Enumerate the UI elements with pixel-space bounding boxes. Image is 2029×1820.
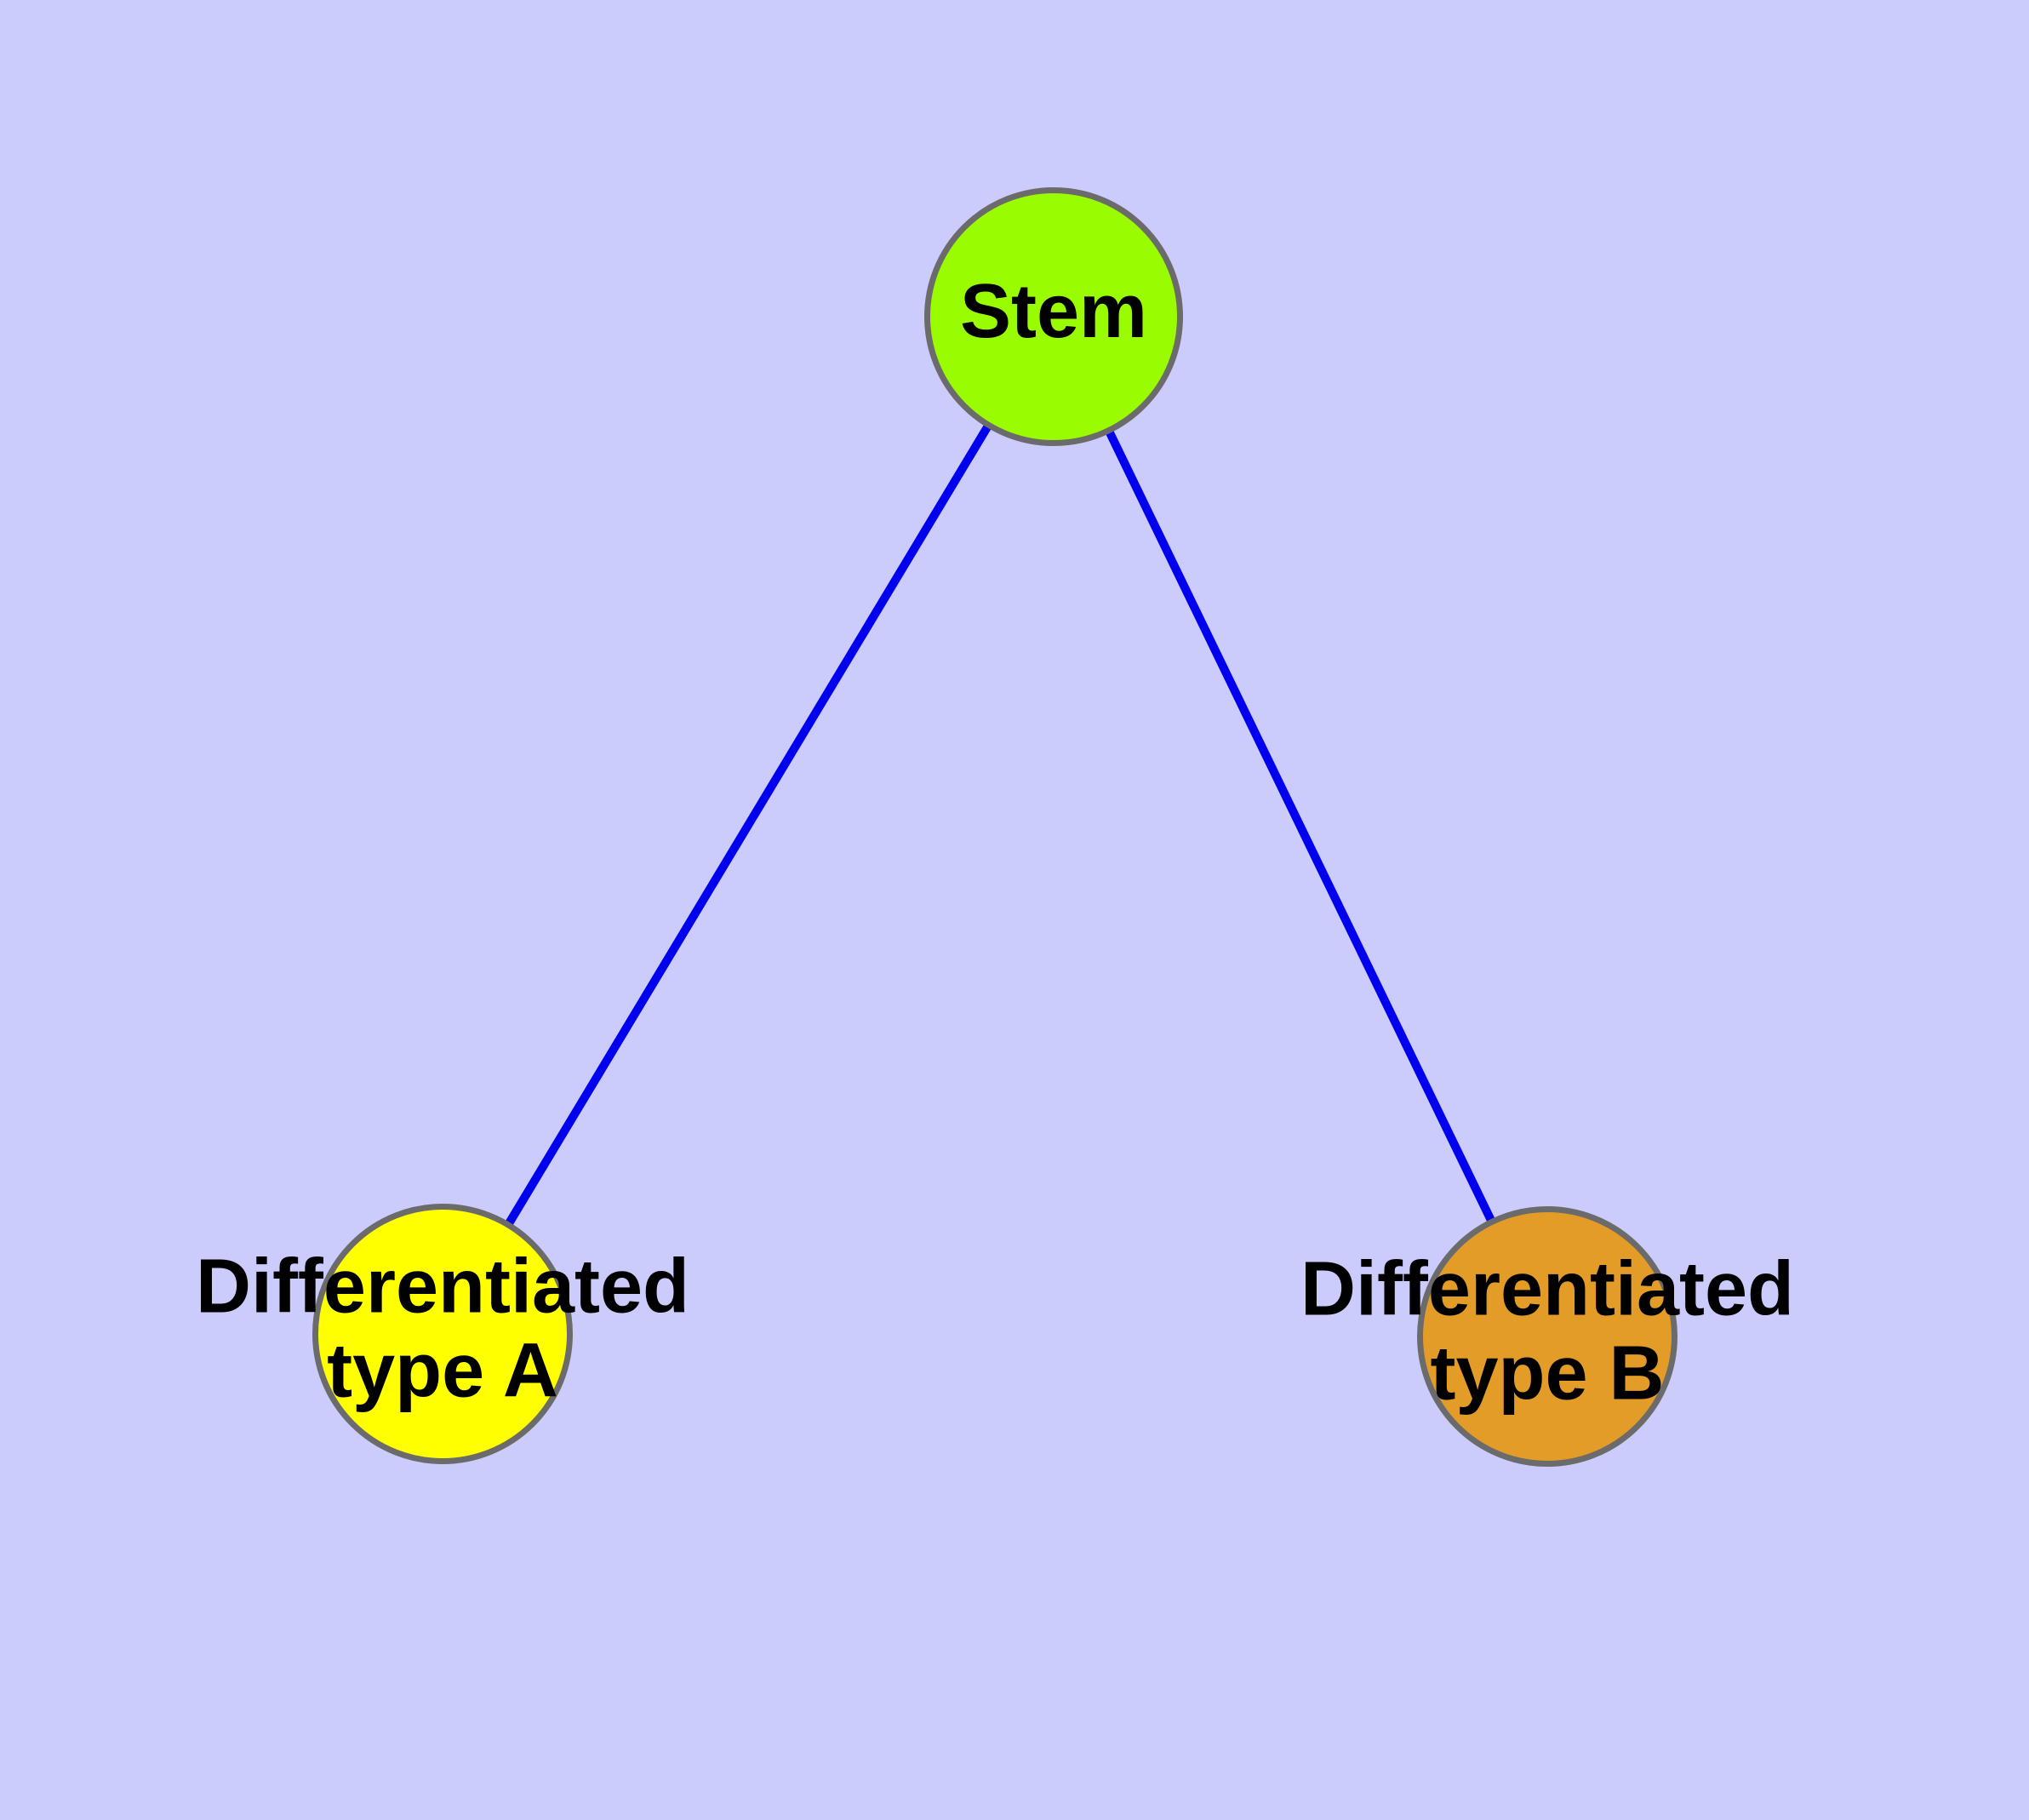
node-label-line: type A [327,1328,558,1413]
node-label-line: Stem [960,269,1147,354]
node-diff-b[interactable] [1417,1206,1677,1467]
edge-stem-to-diff-a [503,421,994,1229]
node-circle-stem[interactable] [924,187,1183,446]
node-label-line: Differentiated [1300,1246,1794,1331]
node-label-line: type B [1430,1331,1664,1416]
node-label-stem: Stem [960,269,1147,354]
node-diff-a[interactable] [312,1204,573,1464]
edges-layer [503,421,1497,1229]
edge-stem-to-diff-b [1104,426,1497,1226]
node-circle-diff-b[interactable] [1417,1206,1677,1467]
node-circle-diff-a[interactable] [312,1204,573,1464]
node-stem[interactable] [924,187,1183,446]
node-label-line: Differentiated [196,1244,689,1329]
